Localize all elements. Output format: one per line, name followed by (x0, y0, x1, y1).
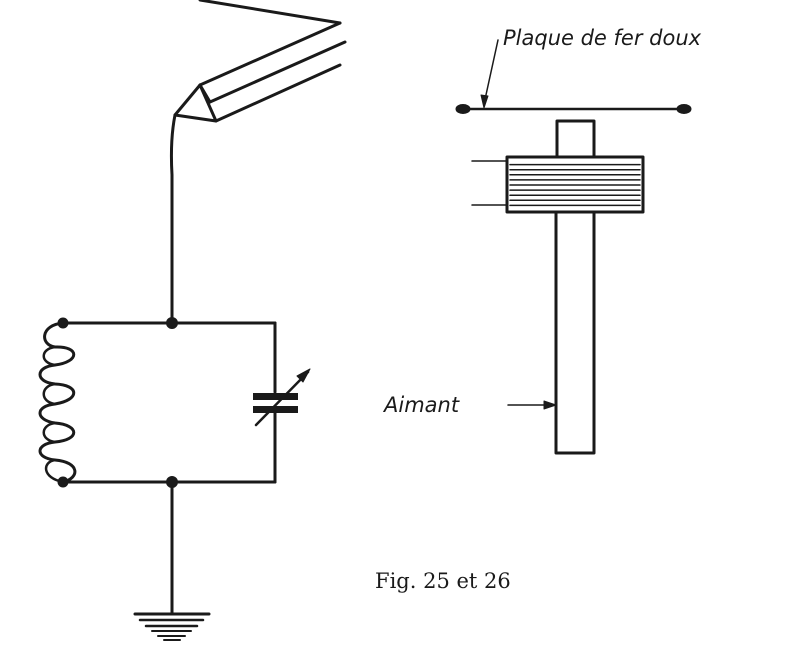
iron-plate (455, 39, 692, 114)
iron-plate-end-right (676, 104, 692, 114)
antenna-tip-facet (198, 83, 212, 104)
magnet-body (554, 210, 596, 455)
antenna (169, 0, 347, 324)
antenna-edge-middle (208, 40, 347, 104)
junction-dot (166, 317, 178, 329)
coil-loops (42, 345, 65, 484)
magnet (554, 119, 596, 455)
antenna-lead-wire (169, 113, 177, 324)
iron-plate-pointer-head (480, 94, 489, 109)
capacitor-arrow-shaft (254, 370, 310, 427)
coil-icon (38, 321, 77, 484)
junction-dot (57, 317, 69, 329)
label-iron-plate: Plaque de fer doux (503, 26, 702, 50)
label-magnet: Aimant (382, 393, 460, 417)
iron-plate-pointer (483, 39, 499, 105)
capacitor-plate-bottom (253, 406, 298, 413)
antenna-tip (173, 83, 218, 123)
variable-capacitor-icon (253, 368, 311, 427)
pickup-coil (471, 155, 645, 214)
magnet-pointer-head (543, 400, 557, 410)
antenna-edge-bottom (214, 63, 342, 123)
antenna-edge-top (198, 0, 342, 25)
magnet-top (555, 119, 596, 159)
ground-icon (133, 480, 211, 641)
iron-plate-end-left (455, 104, 471, 114)
antenna-edge-top (198, 21, 342, 87)
tuned-circuit (38, 317, 311, 488)
capacitor-plate-top (253, 393, 298, 400)
pickup-coil-body (505, 155, 645, 214)
junction-dot (57, 476, 69, 488)
capacitor-arrow-head (296, 368, 311, 383)
figure-caption: Fig. 25 et 26 (375, 569, 511, 593)
